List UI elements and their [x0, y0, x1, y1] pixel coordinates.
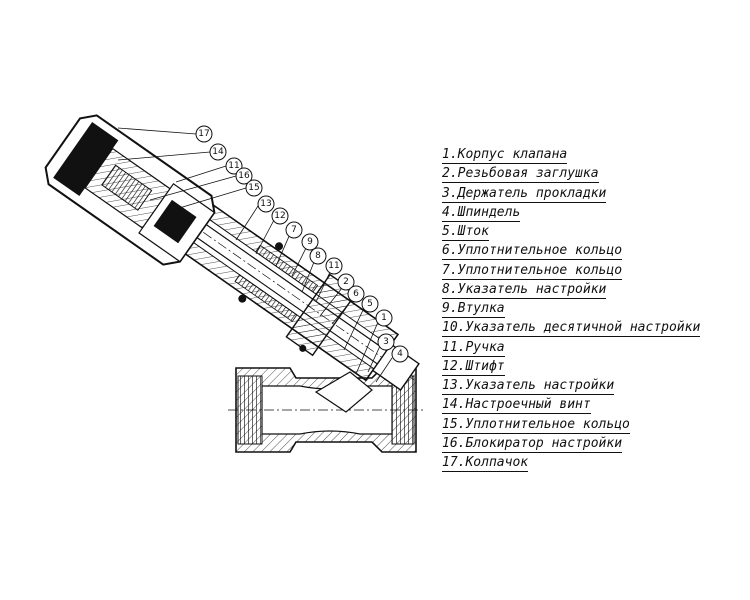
legend-item: 13.Указатель настройки [442, 378, 615, 395]
legend-item: 11.Ручка [442, 339, 505, 357]
legend-item: 8.Указатель настройки [442, 281, 607, 299]
legend-item: 12.Штифт [442, 358, 505, 376]
callout-8: 8 [315, 251, 321, 261]
legend-item: 6.Уплотнительное кольцо [442, 243, 623, 261]
callout-12: 12 [274, 211, 285, 221]
legend-item: 14.Настроечный винт [442, 397, 591, 415]
legend-item: 16.Блокиратор настройки [442, 435, 623, 453]
callout-2: 2 [343, 277, 349, 287]
legend-item: 15.Уплотнительное кольцо [442, 416, 630, 434]
callout-13: 13 [260, 199, 271, 209]
legend-item: 5.Шток [442, 224, 489, 241]
callout-14: 14 [212, 147, 224, 157]
callouts: 17 14 11 16 15 13 12 7 9 8 [117, 125, 409, 383]
legend-item: 1.Корпус клапана [442, 147, 568, 164]
callout-17: 17 [198, 129, 209, 139]
legend-item: 3.Держатель прокладки [442, 185, 607, 203]
legend-item: 7.Уплотнительное кольцо [442, 262, 623, 280]
callout-7: 7 [291, 225, 297, 235]
callout-4: 4 [397, 349, 403, 359]
callout-11-upper: 11 [228, 161, 239, 171]
callout-6: 6 [353, 289, 359, 299]
legend-item: 4.Шпиндель [442, 204, 521, 222]
legend-item: 2.Резьбовая заглушка [442, 166, 599, 184]
callout-1: 1 [381, 313, 387, 323]
callout-3: 3 [383, 337, 389, 347]
legend-item: 10.Указатель десятичной настройки [442, 320, 701, 338]
valve-body [228, 367, 426, 453]
legend-item: 17.Колпачок [442, 455, 529, 472]
callout-9: 9 [307, 237, 313, 247]
callout-11-lower: 11 [328, 261, 339, 271]
callout-5: 5 [367, 299, 373, 309]
legend-item: 9.Втулка [442, 301, 505, 318]
callout-15: 15 [248, 183, 259, 193]
callout-16: 16 [238, 171, 250, 181]
parts-legend: 1.Корпус клапана 2.Резьбовая заглушка 3.… [442, 146, 742, 473]
